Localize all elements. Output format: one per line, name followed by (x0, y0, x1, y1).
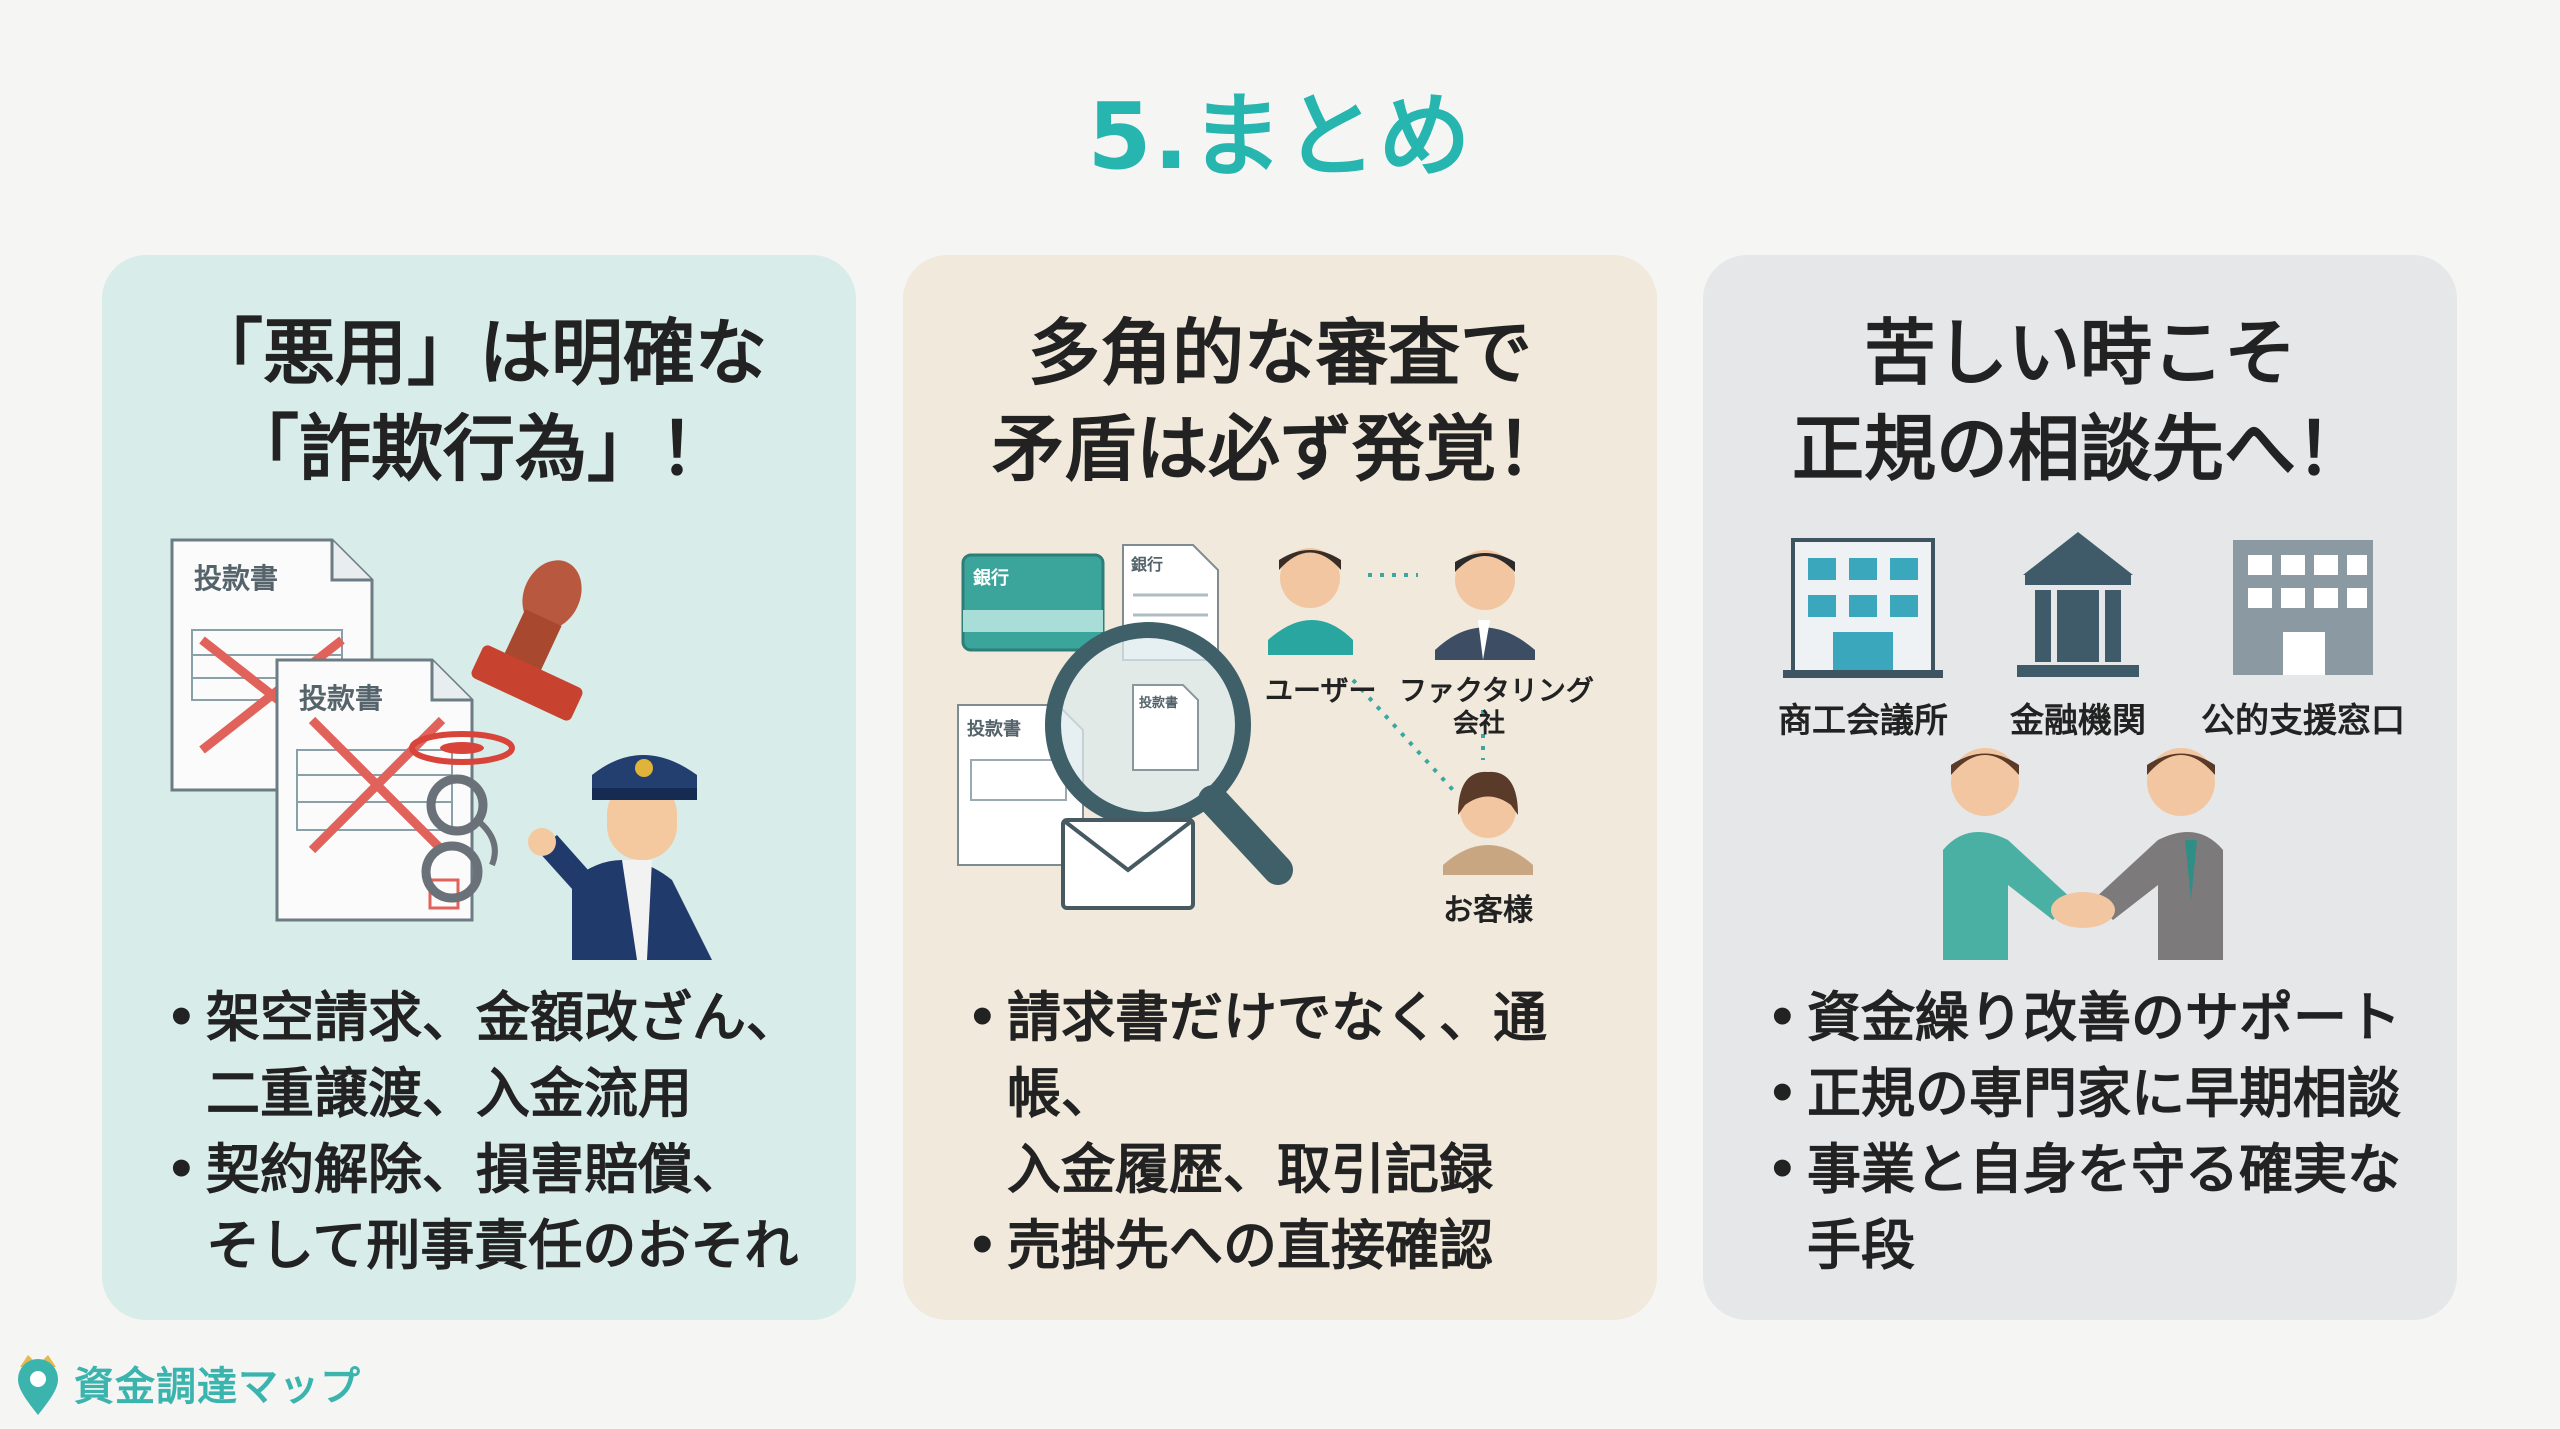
handshake-icon (1943, 748, 2223, 960)
magnifier-icon: 投款書 (1045, 622, 1293, 885)
bullet-item: 請求書だけでなく、通帳、 入金履歴、取引記録 (963, 980, 1623, 1208)
bullet-line: そして刑事責任のおそれ (206, 1214, 799, 1277)
bullet-line: 契約解除、損害賠償、 (206, 1138, 746, 1201)
card-consultation: 苦しい時こそ 正規の相談先へ！ 商工会議所 (1703, 255, 2457, 1320)
document-icon: 投款書 (275, 658, 474, 922)
brand-name: 資金調達マップ (74, 1364, 361, 1410)
bullet-list: 請求書だけでなく、通帳、 入金履歴、取引記録 売掛先への直接確認 (963, 980, 1623, 1284)
user-label: ユーザー (1265, 674, 1376, 707)
bullet-item: 正規の専門家に早期相談 (1763, 1056, 2423, 1132)
card-title-line: 苦しい時こそ (1863, 311, 2296, 395)
bankbook-icon: 銀行 (961, 553, 1105, 652)
card-title: 苦しい時こそ 正規の相談先へ！ (1703, 305, 2457, 497)
page-title: 5.まとめ (1087, 83, 1473, 190)
doc-label: 投款書 (967, 718, 1021, 740)
card-title-line: 「詐欺行為」！ (226, 407, 731, 491)
card-fraud-warning: 「悪用」は明確な 「詐欺行為」！ 投款書 投款書 (102, 255, 856, 1320)
bullet-list: 資金繰り改善のサポート 正規の専門家に早期相談 事業と自身を守る確実な 手段 (1763, 980, 2423, 1284)
bullet-item: 資金繰り改善のサポート (1763, 980, 2423, 1056)
card-title-line: 多角的な審査で (1027, 311, 1532, 395)
bank-label: 銀行 (1131, 555, 1163, 574)
office-building-icon (1783, 538, 1943, 678)
customer-icon (1443, 771, 1533, 875)
factoring-label: ファクタリング (1399, 674, 1594, 707)
bullet-line: 入金履歴、取引記録 (1007, 1138, 1493, 1201)
bullet-item: 売掛先への直接確認 (963, 1208, 1623, 1284)
footer-brand: 資金調達マップ (12, 1348, 361, 1418)
police-officer-icon (528, 755, 712, 960)
card-title-line: 正規の相談先へ！ (1791, 407, 2368, 491)
bank-building-icon (2017, 532, 2139, 677)
building-label: 商工会議所 (1778, 701, 1948, 741)
public-office-icon (2233, 540, 2373, 675)
bullet-list: 架空請求、金額改ざん、 二重譲渡、入金流用 契約解除、損害賠償、 そして刑事責任… (162, 980, 822, 1284)
bullet-item: 架空請求、金額改ざん、 二重譲渡、入金流用 (162, 980, 822, 1132)
card-title: 多角的な審査で 矛盾は必ず発覚！ (903, 305, 1657, 497)
building-label: 公的支援窓口 (2201, 701, 2405, 741)
doc-label: 投款書 (299, 682, 383, 715)
bullet-line: 手段 (1807, 1214, 1915, 1277)
card-multilateral-review: 多角的な審査で 矛盾は必ず発覚！ 銀行 銀行 投款書 (903, 255, 1657, 1320)
card-title-line: 「悪用」は明確な (190, 311, 767, 395)
fraud-illustration: 投款書 投款書 (152, 520, 806, 960)
stamp-icon (409, 560, 583, 765)
bank-label: 銀行 (973, 567, 1009, 589)
handcuffs-icon (421, 774, 498, 903)
bullet-item: 契約解除、損害賠償、 そして刑事責任のおそれ (162, 1132, 822, 1284)
bullet-line: 架空請求、金額改ざん、 (206, 986, 800, 1049)
envelope-icon (1061, 818, 1195, 910)
businessman-icon (1435, 550, 1535, 660)
building-label: 金融機関 (2009, 701, 2146, 741)
bullet-line: 売掛先への直接確認 (1007, 1214, 1493, 1277)
bullet-line: 請求書だけでなく、通帳、 (1007, 986, 1547, 1125)
card-title-line: 矛盾は必ず発覚！ (991, 407, 1568, 491)
map-pin-crown-icon (18, 1355, 58, 1415)
doc-label: 投款書 (1139, 695, 1178, 711)
bullet-line: 事業と自身を守る確実な (1807, 1138, 2401, 1201)
user-icon (1268, 548, 1353, 655)
bullet-line: 資金繰り改善のサポート (1807, 986, 2401, 1049)
consultation-illustration: 商工会議所 金融機関 (1753, 520, 2407, 960)
doc-label: 投款書 (194, 562, 278, 595)
bullet-line: 正規の専門家に早期相談 (1807, 1062, 2401, 1125)
bullet-line: 二重譲渡、入金流用 (206, 1062, 692, 1125)
customer-label: お客様 (1443, 893, 1534, 928)
bullet-item: 事業と自身を守る確実な 手段 (1763, 1132, 2423, 1284)
card-title: 「悪用」は明確な 「詐欺行為」！ (102, 305, 856, 497)
factoring-label: 会社 (1453, 708, 1505, 739)
review-illustration: 銀行 銀行 投款書 投款書 (953, 520, 1607, 960)
